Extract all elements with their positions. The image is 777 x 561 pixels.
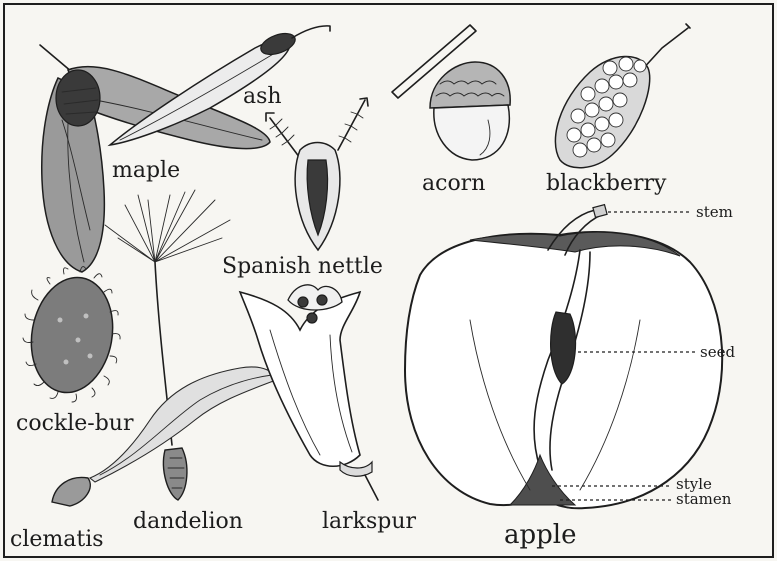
acorn-drawing xyxy=(392,25,510,160)
larkspur-drawing xyxy=(240,285,378,500)
cockle-bur-drawing xyxy=(23,267,122,402)
seed-label: seed xyxy=(700,343,735,361)
clematis-drawing xyxy=(52,367,276,506)
apple-label: apple xyxy=(504,520,577,550)
maple-label: maple xyxy=(112,158,180,183)
blackberry-drawing xyxy=(555,24,690,168)
larkspur-label: larkspur xyxy=(322,509,417,534)
stem-label: stem xyxy=(696,203,733,221)
spanish-nettle-label: Spanish nettle xyxy=(222,254,383,279)
spanish-nettle-drawing xyxy=(266,98,368,250)
acorn-label: acorn xyxy=(422,171,485,196)
dandelion-label: dandelion xyxy=(133,509,243,534)
clematis-label: clematis xyxy=(10,527,104,552)
blackberry-label: blackberry xyxy=(546,171,667,196)
ash-label: ash xyxy=(243,84,282,109)
cockle-bur-label: cockle-bur xyxy=(16,411,134,436)
stamen-label: stamen xyxy=(676,490,732,508)
apple-drawing xyxy=(405,205,722,509)
